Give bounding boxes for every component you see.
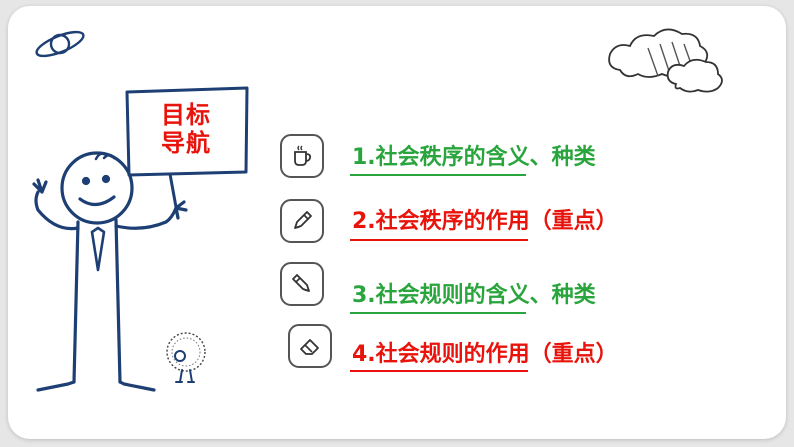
agenda-text-4[interactable]: 4.社会规则的作用（重点） <box>352 342 618 367</box>
agenda-text-3[interactable]: 3.社会规则的含义、种类 <box>352 283 596 308</box>
eraser-icon <box>300 339 319 355</box>
cloud-icon <box>608 28 723 93</box>
pencil-icon <box>292 274 310 292</box>
agenda-text-1[interactable]: 1.社会秩序的含义、种类 <box>352 145 596 170</box>
agenda-item-2: 2.社会秩序的作用（重点） <box>8 6 786 439</box>
agenda-icon-box-4[interactable] <box>288 324 332 368</box>
agenda-text-2[interactable]: 2.社会秩序的作用（重点） <box>352 209 618 234</box>
chick-icon <box>166 332 206 383</box>
agenda-icon-box-1[interactable] <box>280 134 324 178</box>
slide: 目标 导航 1.社会秩序的含义、种类 2.社会秩序的作用（重点） <box>8 6 786 439</box>
cup-icon <box>294 145 312 166</box>
agenda-icon-box-2[interactable] <box>280 199 324 243</box>
stick-figure-icon <box>32 151 188 392</box>
agenda-icon-box-3[interactable] <box>280 262 324 306</box>
sign-title-line1: 目标 <box>161 101 211 129</box>
agenda-item-3: 3.社会规则的含义、种类 <box>8 6 786 439</box>
pencil-icon <box>294 211 312 229</box>
planet-icon <box>35 30 85 58</box>
illustration <box>32 28 723 392</box>
sign-title-line2: 导航 <box>161 129 211 157</box>
